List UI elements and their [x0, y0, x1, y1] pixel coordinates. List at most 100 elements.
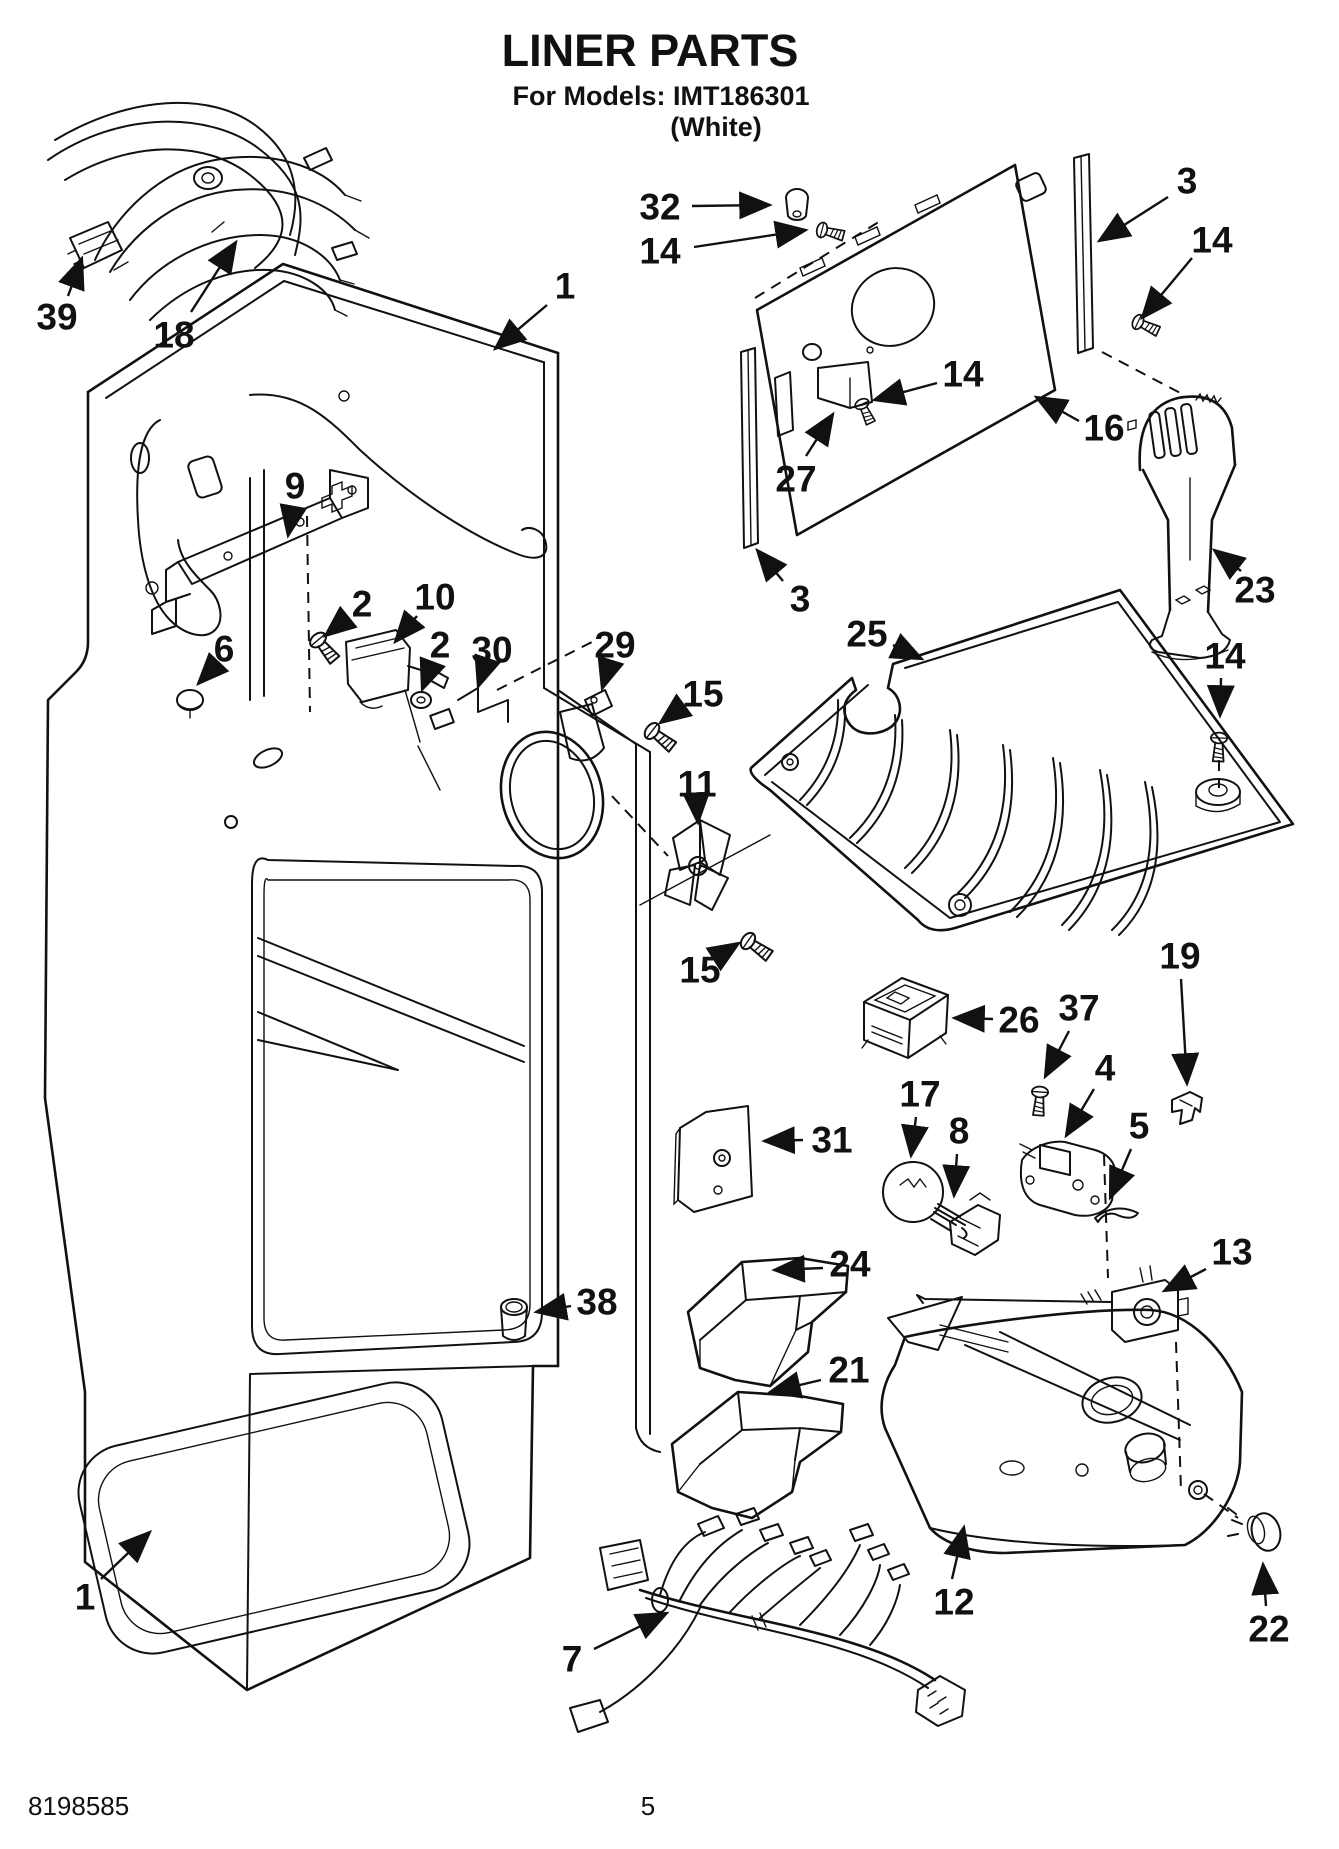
defrost-control-4 — [1019, 1140, 1117, 1217]
clip-19 — [1171, 1091, 1203, 1125]
gasket-strip-3-right — [1073, 153, 1094, 354]
callout-arrow-12-36 — [943, 1524, 971, 1580]
callout-arrow-11-22 — [682, 791, 711, 826]
screw-15a — [640, 719, 680, 756]
callout-arrow-2-16 — [322, 605, 358, 638]
wire-harness-top — [47, 101, 370, 321]
callout-label-14-13: 14 — [1204, 636, 1246, 677]
callout-label-1-39: 1 — [75, 1577, 96, 1618]
callout-arrow-5-28 — [1108, 1148, 1136, 1201]
evaporator-panel-16 — [755, 163, 1057, 537]
callout-label-27-8: 27 — [775, 459, 816, 500]
callout-label-31-31: 31 — [811, 1120, 852, 1161]
callout-arrow-2-18 — [419, 656, 446, 693]
callout-arrow-1-39 — [100, 1530, 153, 1580]
wire-harness-7 — [569, 1507, 966, 1733]
callout-label-13-32: 13 — [1211, 1232, 1252, 1273]
callout-label-7-38: 7 — [562, 1639, 583, 1680]
callout-label-11-22: 11 — [677, 764, 716, 805]
defrost-timer-26 — [861, 977, 949, 1059]
callout-label-14-1: 14 — [639, 231, 681, 272]
callout-label-21-34: 21 — [828, 1350, 869, 1391]
callout-arrow-29-20 — [597, 655, 625, 692]
harness-plug-18 — [193, 166, 223, 190]
callout-arrow-31-31 — [761, 1126, 804, 1155]
callout-arrow-3-11 — [755, 547, 788, 583]
callout-label-5-28: 5 — [1129, 1106, 1150, 1147]
callout-arrow-15-21 — [657, 693, 694, 725]
knob-22 — [1227, 1507, 1282, 1552]
callout-label-38-35: 38 — [576, 1282, 617, 1323]
console-housing-12 — [880, 1296, 1244, 1555]
callout-label-15-21: 15 — [682, 674, 723, 715]
fan-blade-11 — [639, 819, 771, 911]
callout-label-8-30: 8 — [949, 1111, 970, 1152]
callout-arrow-25-12 — [888, 633, 925, 661]
breaker-plate-31 — [673, 1105, 753, 1213]
air-tower-23 — [1127, 392, 1237, 661]
callout-label-9-14: 9 — [285, 466, 306, 507]
callout-label-18-4: 18 — [153, 315, 194, 356]
callout-label-37-25: 37 — [1058, 988, 1099, 1029]
fan-orifice-ring — [404, 689, 605, 860]
callout-label-14-6: 14 — [1191, 220, 1233, 261]
callout-arrow-10-17 — [393, 609, 426, 645]
construction-dashed-lines — [306, 219, 1239, 1519]
foam-duct-21 — [670, 1390, 845, 1520]
callout-arrow-23-10 — [1211, 548, 1247, 580]
callout-arrow-16-7 — [1033, 395, 1080, 425]
callout-arrow-18-4 — [189, 239, 238, 313]
callout-arrow-26-24 — [951, 1004, 994, 1033]
callout-arrow-6-15 — [196, 651, 230, 687]
nut-2b — [410, 691, 432, 709]
screw-14a — [814, 220, 847, 244]
control-bracket-assembly — [151, 469, 776, 965]
callout-label-2-16: 2 — [352, 584, 373, 625]
callout-arrow-37-25 — [1043, 1030, 1072, 1080]
callout-arrow-15-23 — [705, 941, 742, 972]
callout-arrow-17-29 — [901, 1116, 929, 1159]
callout-arrow-24-33 — [771, 1254, 824, 1283]
callout-arrow-21-34 — [767, 1371, 822, 1399]
callout-label-24-33: 24 — [829, 1244, 871, 1285]
callout-label-4-27: 4 — [1095, 1048, 1116, 1089]
callout-label-12-36: 12 — [933, 1582, 974, 1623]
page-title: LINER PARTS — [502, 25, 799, 76]
callout-arrow-9-14 — [279, 503, 308, 539]
page-number: 5 — [641, 1791, 655, 1821]
callout-arrow-32-0 — [691, 191, 773, 220]
light-bulb-17 — [882, 1161, 968, 1239]
callout-label-10-17: 10 — [414, 577, 455, 618]
callout-arrow-1-2 — [492, 304, 548, 351]
clip-30 — [457, 687, 509, 723]
callout-label-22-37: 22 — [1248, 1609, 1289, 1650]
models-line: For Models: IMT186301 — [512, 81, 809, 111]
callout-label-3-11: 3 — [790, 579, 811, 620]
bracket-9 — [151, 469, 369, 635]
harness-7-right-connector — [915, 1675, 966, 1727]
foam-duct-24 — [686, 1256, 850, 1388]
screw-37 — [1029, 1085, 1050, 1117]
callout-label-30-19: 30 — [471, 630, 512, 671]
screw-14c — [852, 395, 879, 427]
callout-label-6-15: 6 — [214, 629, 235, 670]
callout-arrow-19-26 — [1171, 978, 1200, 1087]
callout-arrow-30-19 — [474, 653, 502, 690]
callout-label-15-23: 15 — [679, 950, 720, 991]
callout-label-39-3: 39 — [36, 297, 77, 338]
callout-label-26-24: 26 — [998, 1000, 1039, 1041]
callout-label-23-10: 23 — [1234, 570, 1275, 611]
thermostat-13 — [916, 1265, 1189, 1343]
callout-arrow-39-3 — [58, 255, 85, 297]
callout-label-17-29: 17 — [899, 1074, 940, 1115]
callout-label-32-0: 32 — [639, 187, 680, 228]
callout-arrow-7-38 — [593, 1611, 670, 1651]
callout-label-19-26: 19 — [1159, 936, 1200, 977]
thumbscrew-6 — [176, 689, 204, 719]
callout-arrow-4-27 — [1064, 1088, 1096, 1139]
callout-arrow-38-35 — [533, 1292, 572, 1321]
callout-arrow-13-32 — [1161, 1264, 1207, 1293]
clip-5 — [1094, 1207, 1139, 1223]
callout-label-1-2: 1 — [555, 266, 576, 307]
